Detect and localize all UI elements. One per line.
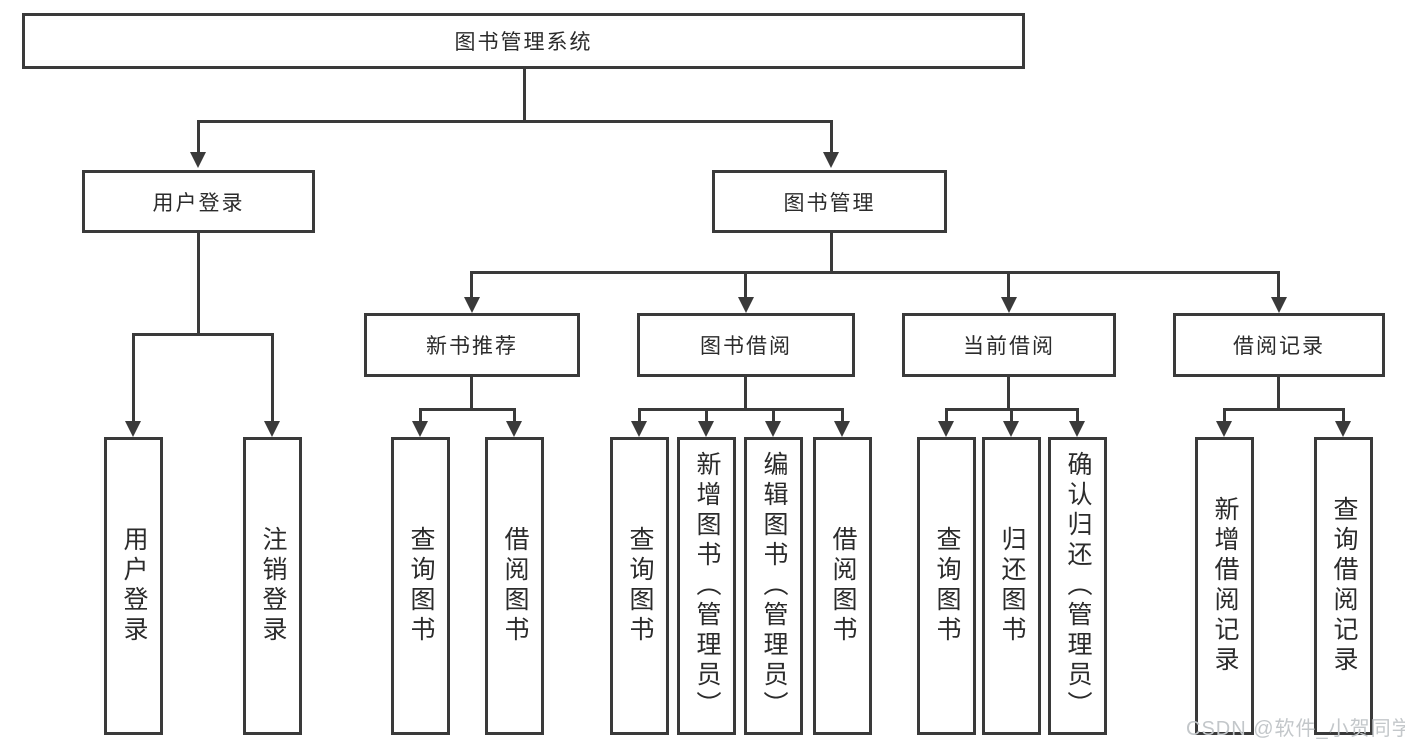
node-new-book-recommend: 新书推荐 [364, 313, 580, 377]
arrow-down-icon [464, 297, 480, 313]
leaf-borrow-books-recommend: 借阅图书 [485, 437, 544, 735]
node-borrow-records-label: 借阅记录 [1233, 335, 1325, 358]
arrow-down-icon [1003, 421, 1019, 437]
node-book-borrow-label: 图书借阅 [700, 335, 792, 358]
node-user-login: 用户登录 [82, 170, 315, 233]
connector-drop-leaf-logout [271, 333, 274, 423]
connector-root-bar [197, 120, 833, 123]
node-book-borrow: 图书借阅 [637, 313, 855, 377]
arrow-down-icon [190, 152, 206, 168]
leaf-label: 查询图书 [933, 526, 961, 646]
arrow-down-icon [1069, 421, 1085, 437]
connector-drop [1223, 408, 1226, 423]
connector-drop [419, 408, 422, 423]
connector-drop [945, 408, 948, 423]
arrow-down-icon [823, 152, 839, 168]
leaf-label: 编辑图书（管理员） [760, 451, 788, 721]
connector-drop-new-book [470, 271, 473, 299]
connector-stem [744, 377, 747, 408]
leaf-label: 查询借阅记录 [1330, 496, 1358, 676]
leaf-label: 用户登录 [120, 526, 148, 646]
arrow-down-icon [738, 297, 754, 313]
leaf-add-borrow-record: 新增借阅记录 [1195, 437, 1254, 735]
leaf-label: 归还图书 [998, 526, 1026, 646]
connector-drop [513, 408, 516, 423]
connector-user-login-bar [132, 333, 274, 336]
connector-root-stem [523, 69, 526, 120]
connector-book-mgmt-stem [830, 233, 833, 271]
arrow-down-icon [698, 421, 714, 437]
leaf-query-books-borrow: 查询图书 [610, 437, 669, 735]
connector-stem [1007, 377, 1010, 408]
leaf-label: 借阅图书 [829, 526, 857, 646]
connector-bar [638, 408, 844, 411]
arrow-down-icon [631, 421, 647, 437]
connector-drop-book-borrow [744, 271, 747, 299]
leaf-label: 新增借阅记录 [1211, 496, 1239, 676]
connector-user-login-stem [197, 233, 200, 333]
connector-bar [419, 408, 516, 411]
connector-stem [1277, 377, 1280, 408]
leaf-query-borrow-record: 查询借阅记录 [1314, 437, 1373, 735]
arrow-down-icon [412, 421, 428, 437]
connector-stem [470, 377, 473, 408]
arrow-down-icon [264, 421, 280, 437]
connector-bar [1223, 408, 1345, 411]
arrow-down-icon [1271, 297, 1287, 313]
node-root-label: 图书管理系统 [454, 31, 593, 54]
connector-drop-user-login [197, 120, 200, 156]
connector-drop [1076, 408, 1079, 423]
node-current-borrow: 当前借阅 [902, 313, 1116, 377]
node-current-borrow-label: 当前借阅 [963, 335, 1055, 358]
leaf-label: 新增图书（管理员） [693, 451, 721, 721]
leaf-label: 注销登录 [259, 526, 287, 646]
connector-drop [841, 408, 844, 423]
connector-drop-current-borrow [1007, 271, 1010, 299]
leaf-query-books-current: 查询图书 [917, 437, 976, 735]
connector-drop-borrow-records [1277, 271, 1280, 299]
connector-drop [705, 408, 708, 423]
arrow-down-icon [765, 421, 781, 437]
arrow-down-icon [834, 421, 850, 437]
connector-drop-book-management [830, 120, 833, 156]
leaf-label: 借阅图书 [501, 526, 529, 646]
leaf-label: 查询图书 [407, 526, 435, 646]
csdn-watermark: CSDN @软件_小贺同学 [1186, 718, 1405, 740]
arrow-down-icon [1216, 421, 1232, 437]
connector-book-mgmt-bar [470, 271, 1280, 274]
node-user-login-label: 用户登录 [152, 191, 245, 215]
leaf-return-books: 归还图书 [982, 437, 1041, 735]
arrow-down-icon [125, 421, 141, 437]
leaf-label: 确认归还（管理员） [1064, 451, 1092, 721]
node-book-management: 图书管理 [712, 170, 947, 233]
leaf-edit-books-admin: 编辑图书（管理员） [744, 437, 803, 735]
connector-drop [1010, 408, 1013, 423]
leaf-label: 查询图书 [626, 526, 654, 646]
leaf-query-books-recommend: 查询图书 [391, 437, 450, 735]
leaf-logout: 注销登录 [243, 437, 302, 735]
arrow-down-icon [1001, 297, 1017, 313]
node-book-management-label: 图书管理 [783, 191, 876, 215]
node-root: 图书管理系统 [22, 13, 1025, 69]
arrow-down-icon [1335, 421, 1351, 437]
connector-drop [772, 408, 775, 423]
connector-drop [638, 408, 641, 423]
connector-drop-leaf-user-login [132, 333, 135, 423]
leaf-borrow-books: 借阅图书 [813, 437, 872, 735]
connector-drop [1342, 408, 1345, 423]
leaf-add-books-admin: 新增图书（管理员） [677, 437, 736, 735]
arrow-down-icon [938, 421, 954, 437]
node-borrow-records: 借阅记录 [1173, 313, 1385, 377]
leaf-confirm-return-admin: 确认归还（管理员） [1048, 437, 1107, 735]
arrow-down-icon [506, 421, 522, 437]
node-new-book-recommend-label: 新书推荐 [426, 335, 518, 358]
leaf-user-login: 用户登录 [104, 437, 163, 735]
